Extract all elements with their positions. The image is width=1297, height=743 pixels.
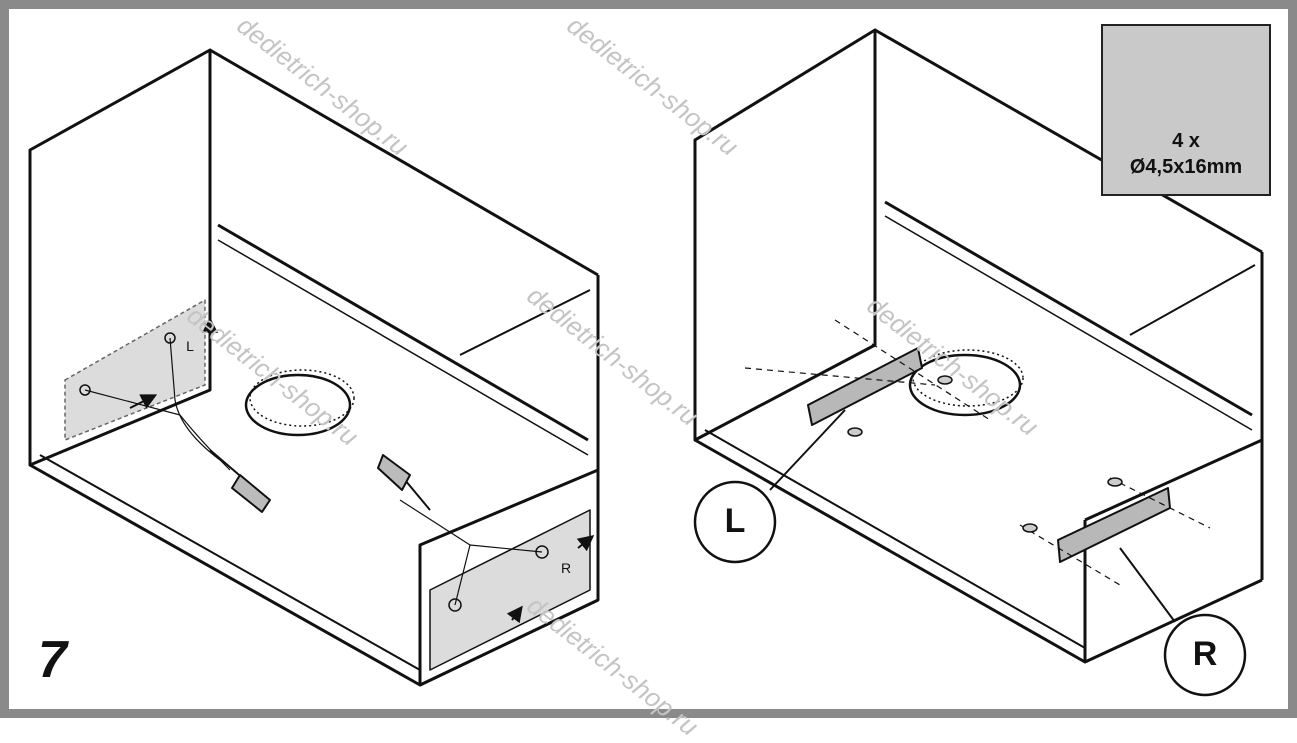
assembly-illustration [28, 28, 1264, 697]
left-mount-area [64, 299, 206, 441]
bracket-l [807, 347, 923, 426]
right-cabinet [693, 28, 1264, 697]
screwdriver-icon-right [377, 454, 431, 511]
callout-circle-l [693, 480, 777, 564]
diagram-frame [0, 0, 1297, 718]
screw-icon-2 [937, 375, 953, 385]
corner-mark-l-label: L [186, 338, 194, 354]
screw-icon-1 [847, 427, 863, 437]
screw-icon-4 [1107, 477, 1123, 487]
screw-spec-box: 4 x Ø4,5x16mm [1101, 24, 1271, 196]
left-cabinet [28, 48, 600, 687]
right-mount-area [429, 509, 591, 671]
duct-hole [244, 373, 352, 437]
side-mark-r-label: R [560, 560, 572, 576]
screwdriver-icon-left [209, 449, 271, 513]
screw-icon-3 [1022, 523, 1038, 533]
callout-l: L [724, 502, 746, 540]
callout-r: R [1192, 635, 1218, 673]
step-number: 7 [38, 631, 67, 689]
screw-size: Ø4,5x16mm [1129, 156, 1243, 178]
screw-quantity: 4 x [1172, 130, 1200, 152]
callout-circle-r [1163, 613, 1247, 697]
